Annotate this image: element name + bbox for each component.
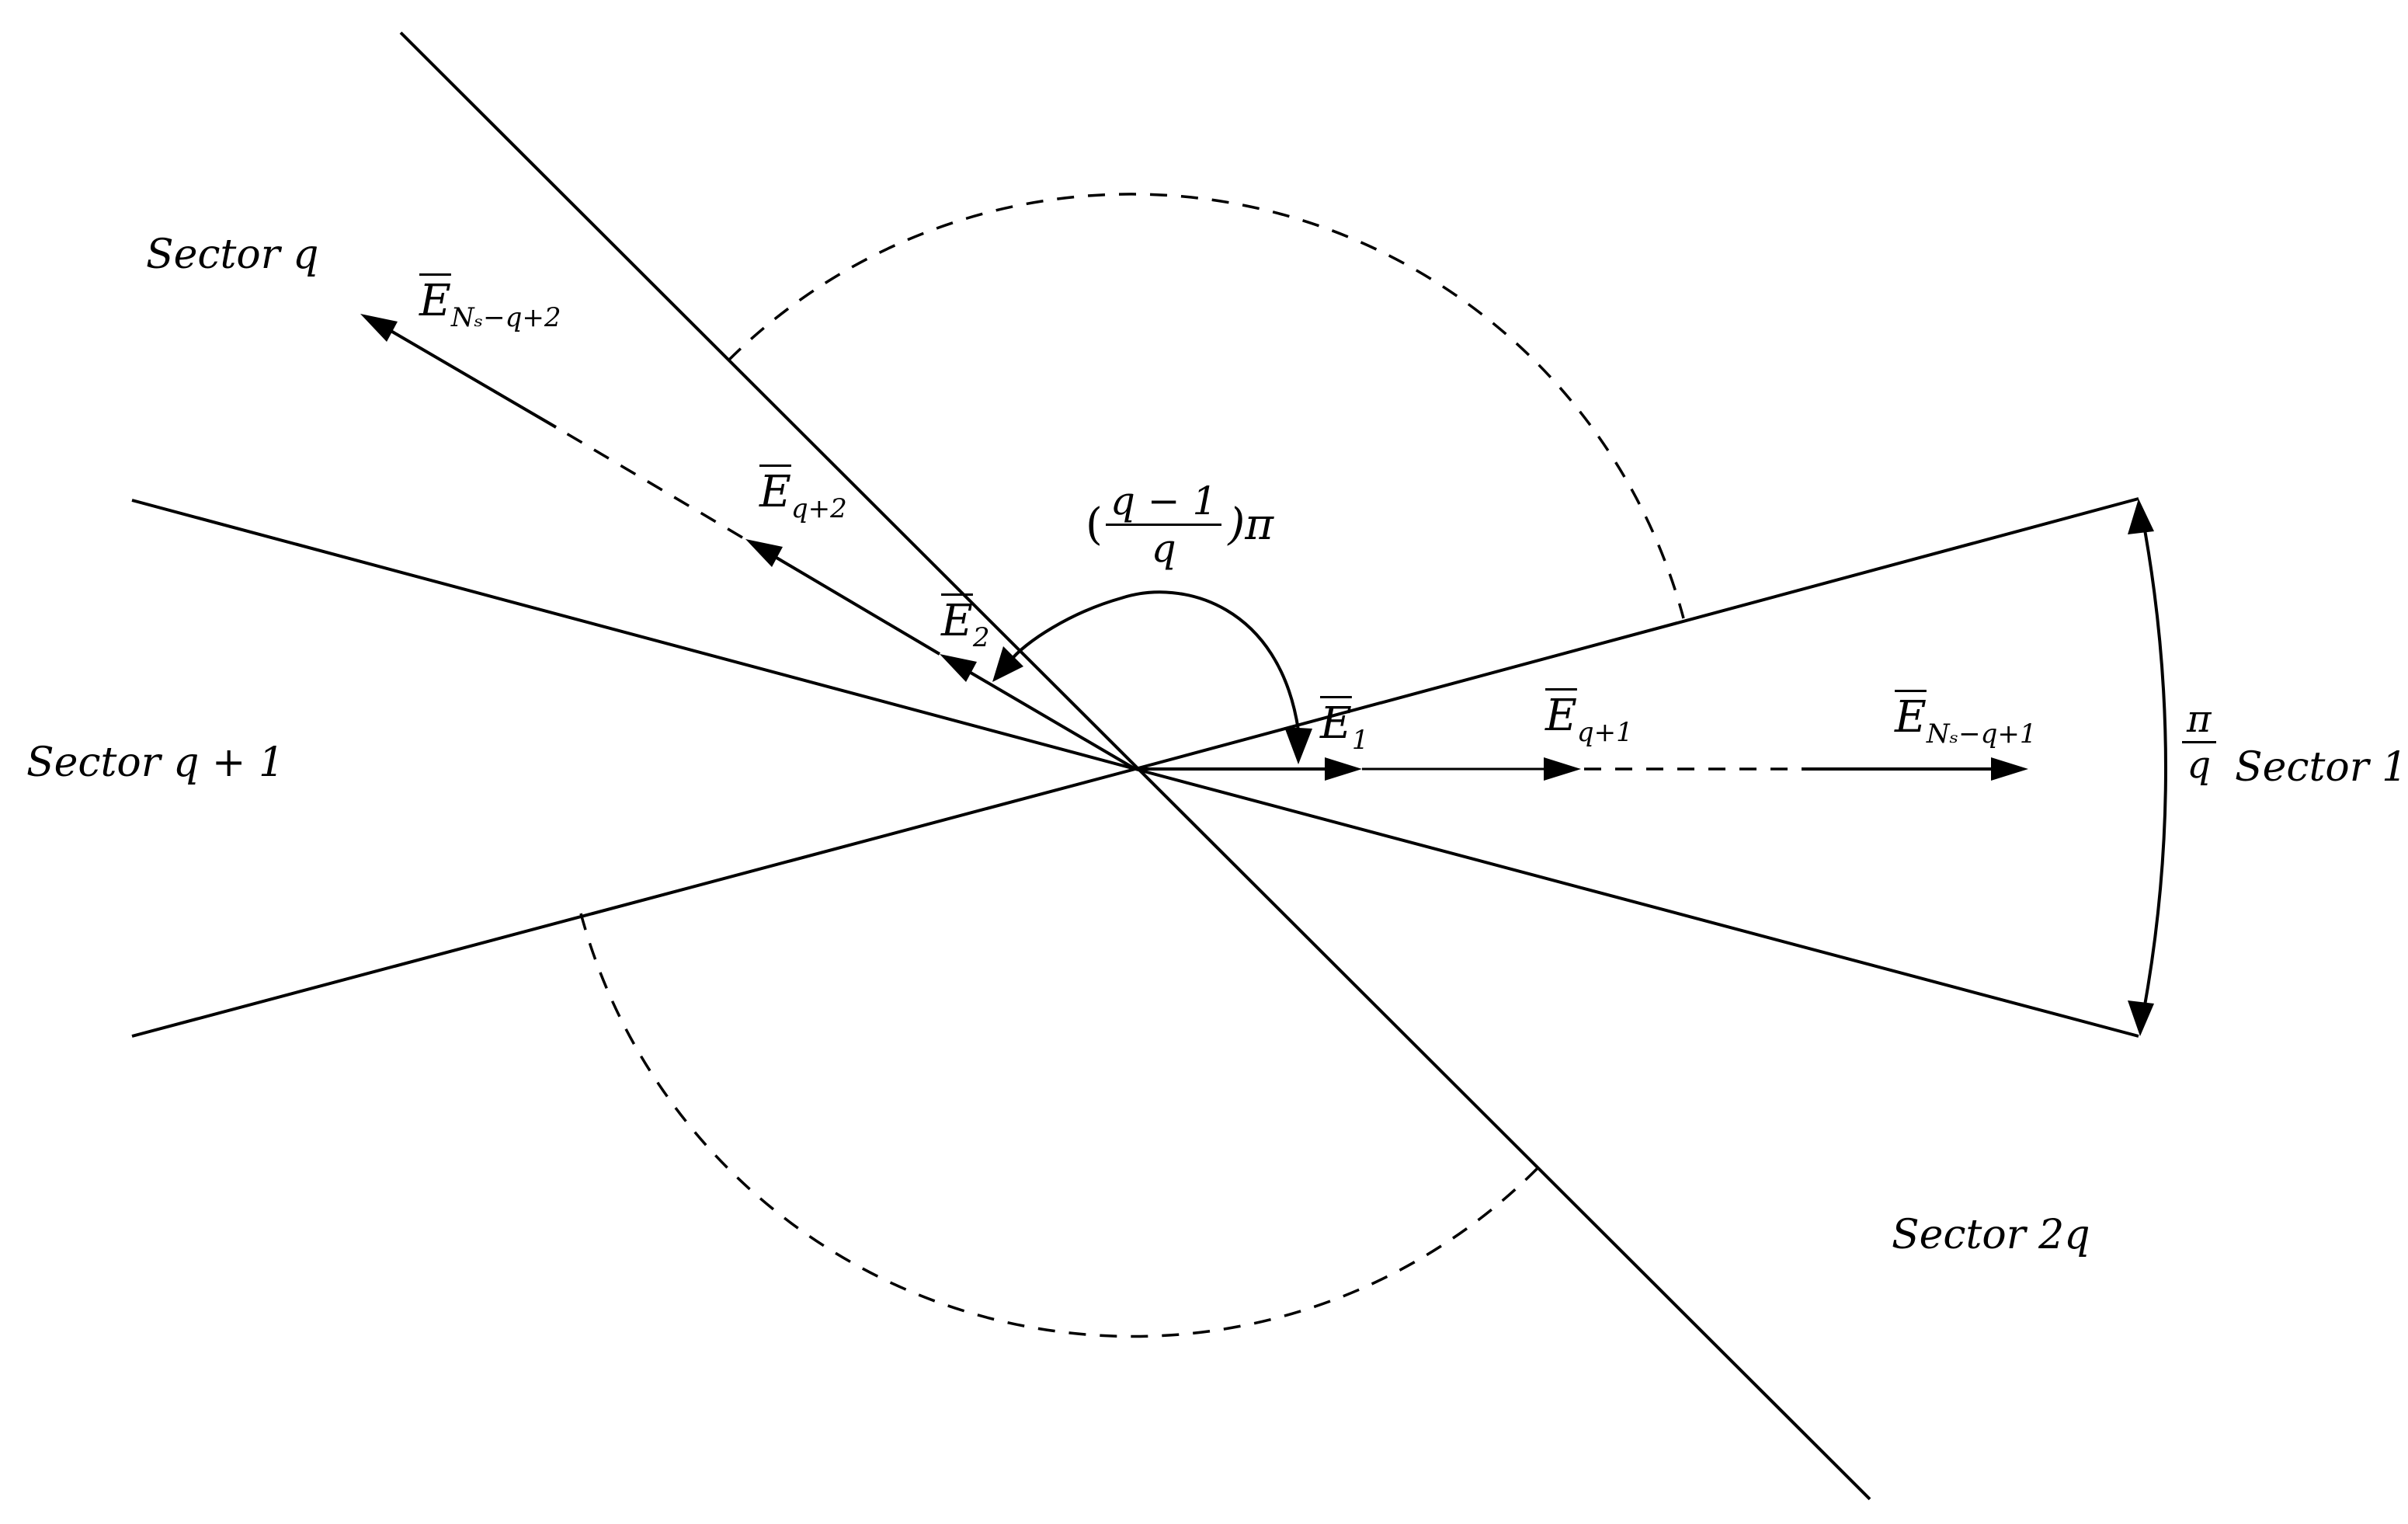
vector-symbol: E	[1895, 692, 1927, 743]
sector-2q-label: Sector 2q	[1892, 1212, 2090, 1258]
vector-segment	[387, 328, 558, 429]
vector-symbol: E	[941, 596, 973, 646]
vector-dashed-segment-diagonal	[555, 426, 743, 539]
boundary-line-upper-right	[1135, 497, 2139, 771]
angle-denominator: q	[1151, 526, 1176, 571]
vector-e1-arrowhead	[1325, 757, 1362, 781]
sector-q-plus-1-label: Sector q + 1	[26, 739, 285, 786]
vector-ens-q2-arrowhead	[360, 314, 398, 342]
vector-subscript: 2	[972, 622, 990, 653]
vector-e1-label: E1	[1320, 702, 1369, 756]
angle-large-label: ( q − 1 q )π	[1086, 482, 1273, 568]
vector-ens-q1-arrowhead	[1991, 757, 2028, 781]
vector-e2-arrowhead	[940, 654, 977, 682]
vector-symbol: E	[759, 467, 791, 517]
vector-subscript: q+1	[1576, 717, 1633, 748]
sector-1-label: Sector 1	[2235, 744, 2408, 791]
sector-q-label: Sector q	[146, 231, 319, 278]
boundary-line-diagonal	[399, 31, 1871, 1501]
angle-arc-small-arrowhead-top	[2128, 499, 2154, 534]
angle-arc-large	[1008, 590, 1300, 731]
boundary-line-lower-left	[131, 767, 1136, 1038]
boundary-line-lower-right	[1135, 767, 2139, 1038]
angle-fraction: π q	[2182, 701, 2216, 784]
boundary-line-upper-left	[131, 499, 1136, 771]
angle-numerator: q − 1	[1105, 482, 1222, 526]
vector-subscript: Nₛ−q+1	[1926, 719, 2037, 750]
angle-open-paren: (	[1086, 499, 1103, 550]
vector-subscript: 1	[1351, 725, 1369, 756]
angle-fraction: q − 1 q	[1105, 482, 1222, 571]
angle-small-label: π q	[2179, 701, 2219, 784]
vector-eq2-label: Eq+2	[759, 471, 847, 524]
angle-arc-large-arrowhead-left	[992, 646, 1023, 682]
angle-denominator: q	[2187, 743, 2212, 787]
vector-symbol: E	[1545, 691, 1577, 741]
angle-arc-small-arrowhead-bottom	[2128, 1000, 2154, 1036]
angle-arc-small	[2140, 512, 2167, 1023]
vector-e2-shaft	[969, 671, 1137, 771]
vector-symbol: E	[1320, 698, 1352, 749]
angle-close-paren-pi: )π	[1228, 499, 1274, 550]
vector-e2-label: E2	[941, 600, 990, 653]
vector-symbol: E	[419, 276, 451, 326]
dashed-arc-upper	[727, 193, 1685, 619]
vector-eq2-arrowhead	[745, 539, 783, 567]
vector-segment	[775, 556, 941, 656]
vector-ens-q2-label: ENₛ−q+2	[419, 280, 561, 333]
vector-eq1-label: Eq+1	[1545, 694, 1633, 746]
vector-ens-q1-label: ENₛ−q+1	[1895, 696, 2037, 750]
angle-numerator: π	[2182, 701, 2216, 743]
vector-subscript: Nₛ−q+2	[450, 302, 561, 333]
angle-arc-large-arrowhead-right	[1284, 727, 1312, 764]
dashed-arc-lower	[579, 913, 1539, 1338]
vector-subscript: q+2	[791, 493, 847, 524]
vector-eq1-arrowhead	[1544, 757, 1581, 781]
